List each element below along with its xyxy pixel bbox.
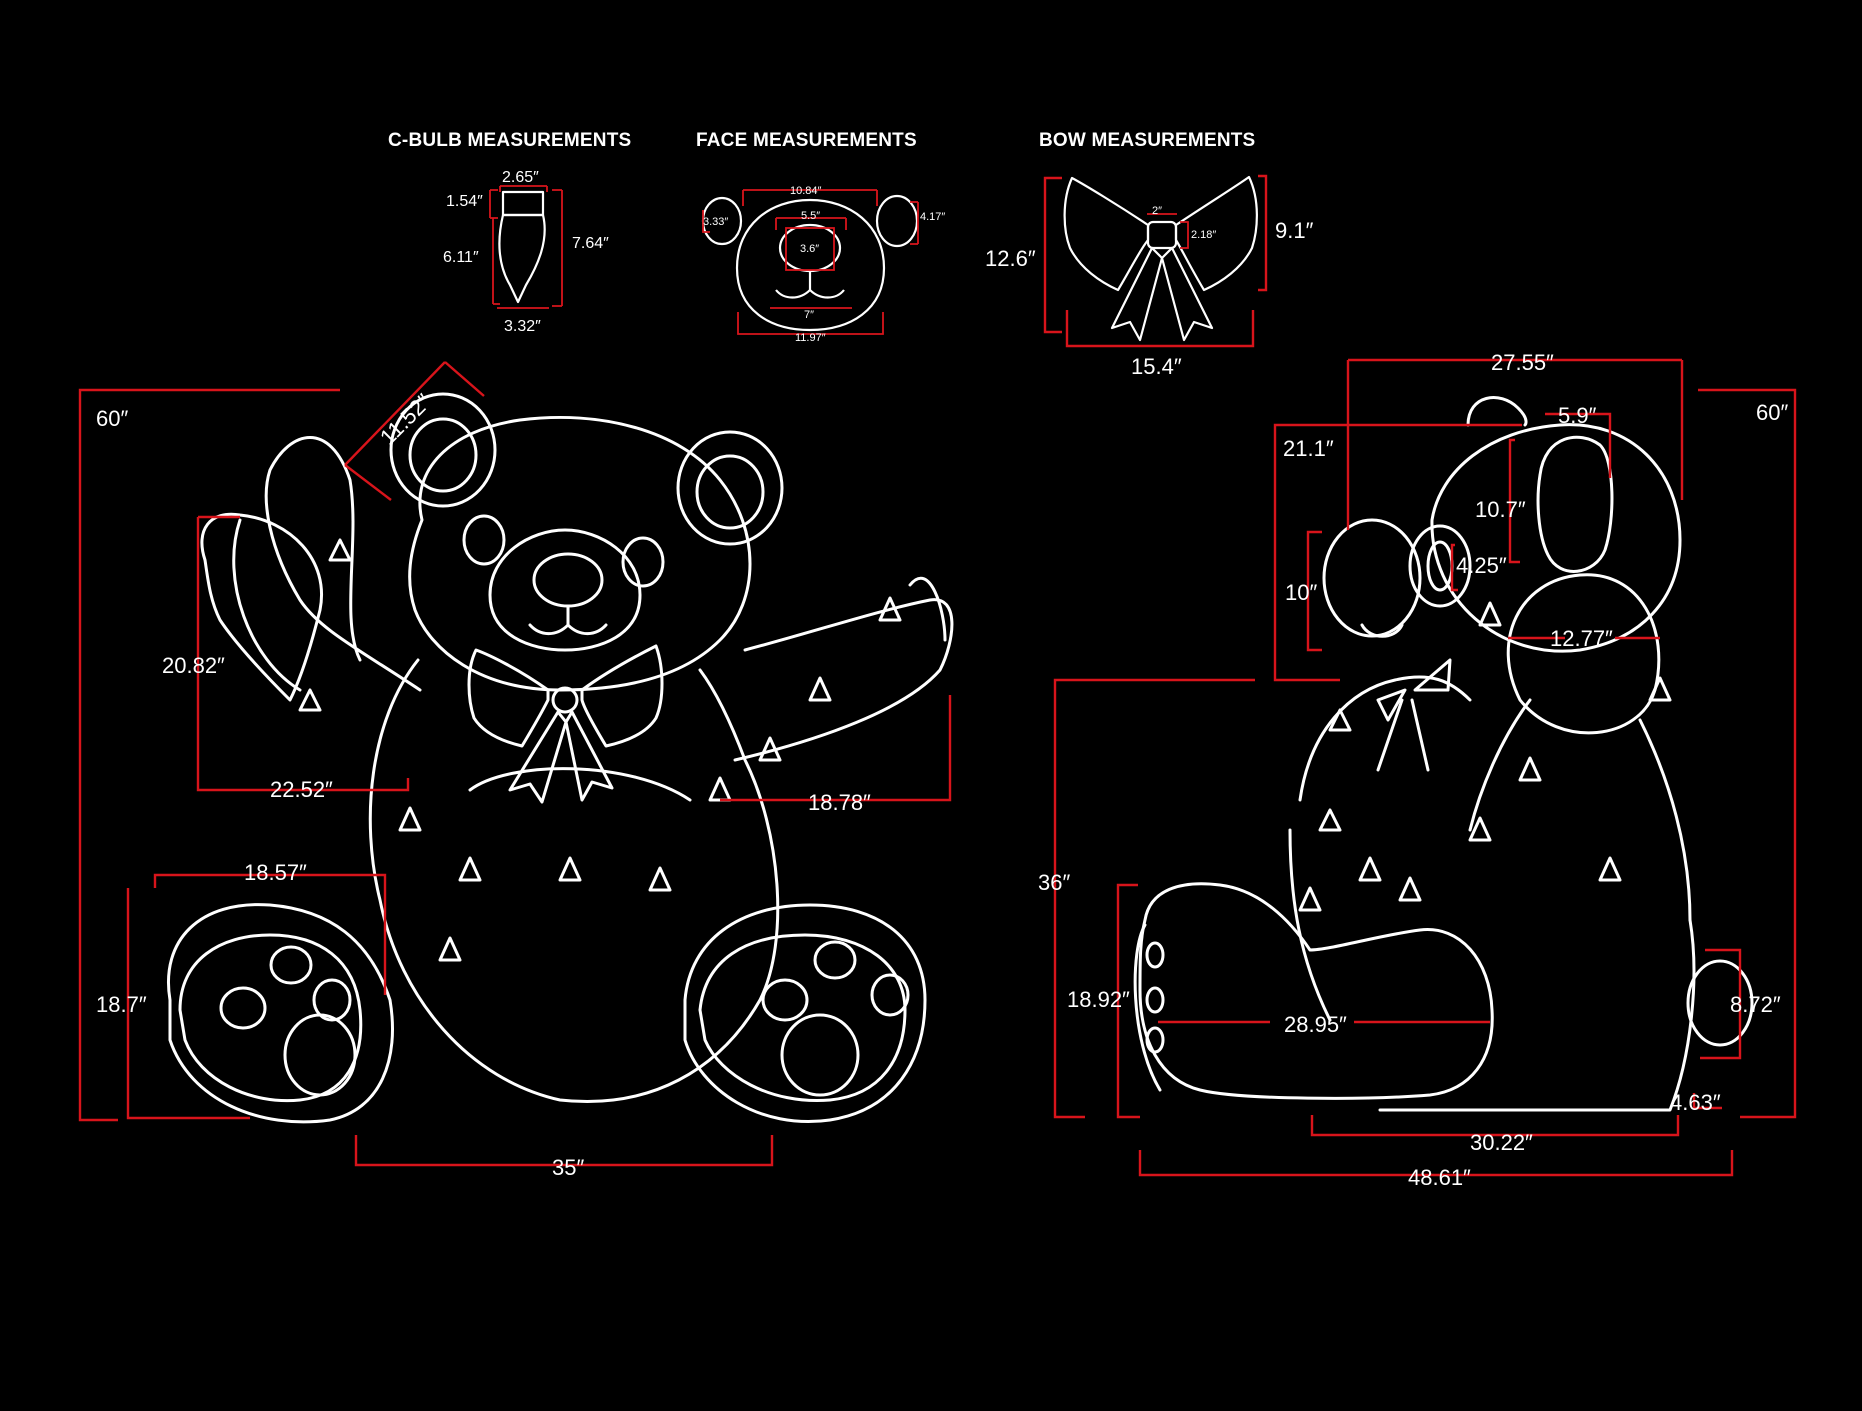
side-tail — [1686, 959, 1754, 1047]
front-foot-height-label: 18.7″ — [96, 992, 147, 1017]
side-head — [1430, 423, 1682, 653]
side-ear-height-label: 10.7″ — [1475, 497, 1526, 522]
front-light-bulbs — [298, 538, 902, 962]
face-nose — [778, 223, 842, 273]
side-total-depth-label: 48.61″ — [1408, 1165, 1471, 1190]
cbulb-cap-height-label: 1.54″ — [446, 193, 483, 210]
bear-side-view — [1133, 396, 1754, 1112]
face-ear-left-label: 3.33″ — [703, 216, 728, 228]
bear-front-view — [167, 392, 954, 1124]
cbulb-bottom-width-label: 3.32″ — [504, 318, 541, 335]
front-foot-left — [167, 903, 394, 1124]
face-mouth — [775, 272, 845, 299]
side-leg-length-label: 28.95″ — [1284, 1012, 1347, 1037]
cbulb-cap — [501, 190, 545, 217]
bow-knot-width-label: 2″ — [1152, 205, 1162, 217]
front-base-width-label: 35″ — [552, 1155, 584, 1180]
front-arm-raised — [264, 436, 422, 692]
bow-loop-height-label: 9.1″ — [1275, 218, 1314, 243]
side-foot-sole — [1133, 923, 1162, 1092]
face-nose-label: 3.6″ — [800, 243, 819, 255]
side-foot-height-label: 18.92″ — [1067, 987, 1130, 1012]
bow-loop-left — [1063, 176, 1150, 292]
side-height-label: 60″ — [1756, 400, 1788, 425]
front-foot-width-label: 18.57″ — [244, 860, 307, 885]
side-dimensions: 27.55″ 60″ 5.9″ 21.1″ 10.7″ 4.25″ 10″ 12… — [1038, 350, 1797, 1190]
face-ear-right — [875, 194, 919, 248]
bow-width-label: 15.4″ — [1131, 354, 1182, 379]
side-leg — [1138, 882, 1494, 1100]
cbulb-body — [498, 213, 546, 304]
cbulb-detail: 2.65″ 1.54″ 6.11″ 7.64″ 3.32″ — [443, 169, 609, 335]
bow-total-height-label: 12.6″ — [985, 246, 1036, 271]
side-body-back — [1378, 918, 1696, 1112]
side-tail-depth-label: 4.63″ — [1670, 1090, 1721, 1115]
front-height-label: 60″ — [96, 406, 128, 431]
face-detail: 10.84″ 3.33″ 4.17″ 5.5″ 3.6″ 7″ 11.97″ — [701, 185, 945, 344]
front-nose — [532, 552, 604, 608]
side-sit-height-label: 36″ — [1038, 870, 1070, 895]
front-arm-side — [733, 598, 954, 762]
side-depth-top-label: 27.55″ — [1491, 350, 1554, 375]
heading-cbulb: C-BULB MEASUREMENTS — [388, 130, 631, 151]
front-body — [368, 658, 780, 1103]
front-head — [408, 416, 752, 692]
heading-face: FACE MEASUREMENTS — [696, 130, 917, 151]
front-ear-right — [676, 430, 784, 546]
face-muzzle-width-label: 5.5″ — [801, 210, 820, 222]
side-head-height-label: 21.1″ — [1283, 436, 1334, 461]
face-ear-right-label: 4.17″ — [920, 211, 945, 223]
side-light-bulbs — [1298, 601, 1672, 912]
side-body-front — [1298, 675, 1472, 802]
front-dimensions: 60″ 11.52″ 20.82″ 22.52″ 18.78″ 18.57″ 1… — [78, 361, 952, 1180]
front-side-arm-label: 18.78″ — [808, 790, 871, 815]
front-eye-right — [621, 536, 665, 588]
side-muzzle — [1408, 524, 1472, 608]
side-bow — [1376, 658, 1452, 722]
side-ear-top — [1466, 396, 1528, 427]
bow-knot — [1146, 220, 1178, 250]
bow-tail-right — [1160, 246, 1214, 342]
bow-knot-height-label: 2.18″ — [1191, 229, 1216, 241]
front-bow-loop-right — [580, 644, 664, 748]
front-eye-left — [462, 514, 506, 566]
bow-detail: 2″ 2.18″ 12.6″ 9.1″ 15.4″ — [985, 174, 1314, 379]
face-outline — [735, 198, 886, 332]
side-tail-height-label: 8.72″ — [1730, 992, 1781, 1017]
front-bow-loop-left — [467, 648, 550, 748]
side-ear-label: 5.9″ — [1558, 403, 1597, 428]
cbulb-total-height-label: 7.64″ — [572, 235, 609, 252]
side-ear — [1536, 435, 1614, 573]
side-eye-label: 4.25″ — [1456, 553, 1507, 578]
heading-bow: BOW MEASUREMENTS — [1039, 130, 1255, 151]
face-mouth-label: 7″ — [804, 309, 814, 321]
side-muzzle-label: 10″ — [1285, 580, 1317, 605]
front-bow-knot — [551, 686, 579, 714]
front-raised-arm-width-label: 22.52″ — [270, 777, 333, 802]
front-ear-label: 11.52″ — [375, 389, 436, 450]
front-paw-raised — [200, 512, 323, 702]
cbulb-top-width-label: 2.65″ — [502, 169, 539, 186]
bow-tail-left — [1110, 246, 1164, 342]
front-ear-left — [389, 392, 497, 508]
side-arm — [1506, 573, 1661, 735]
front-raised-arm-height-label: 20.82″ — [162, 653, 225, 678]
side-snout — [1322, 518, 1422, 638]
face-width-label: 11.97″ — [795, 332, 826, 344]
front-muzzle — [488, 528, 642, 652]
side-seat-depth-label: 30.22″ — [1470, 1130, 1533, 1155]
front-foot-right — [683, 903, 927, 1123]
side-arm-label: 12.77″ — [1550, 626, 1613, 651]
front-mouth — [528, 604, 608, 636]
bow-loop-right — [1174, 175, 1258, 292]
face-eye-span-label: 10.84″ — [790, 185, 822, 197]
cbulb-body-height-label: 6.11″ — [443, 249, 479, 266]
